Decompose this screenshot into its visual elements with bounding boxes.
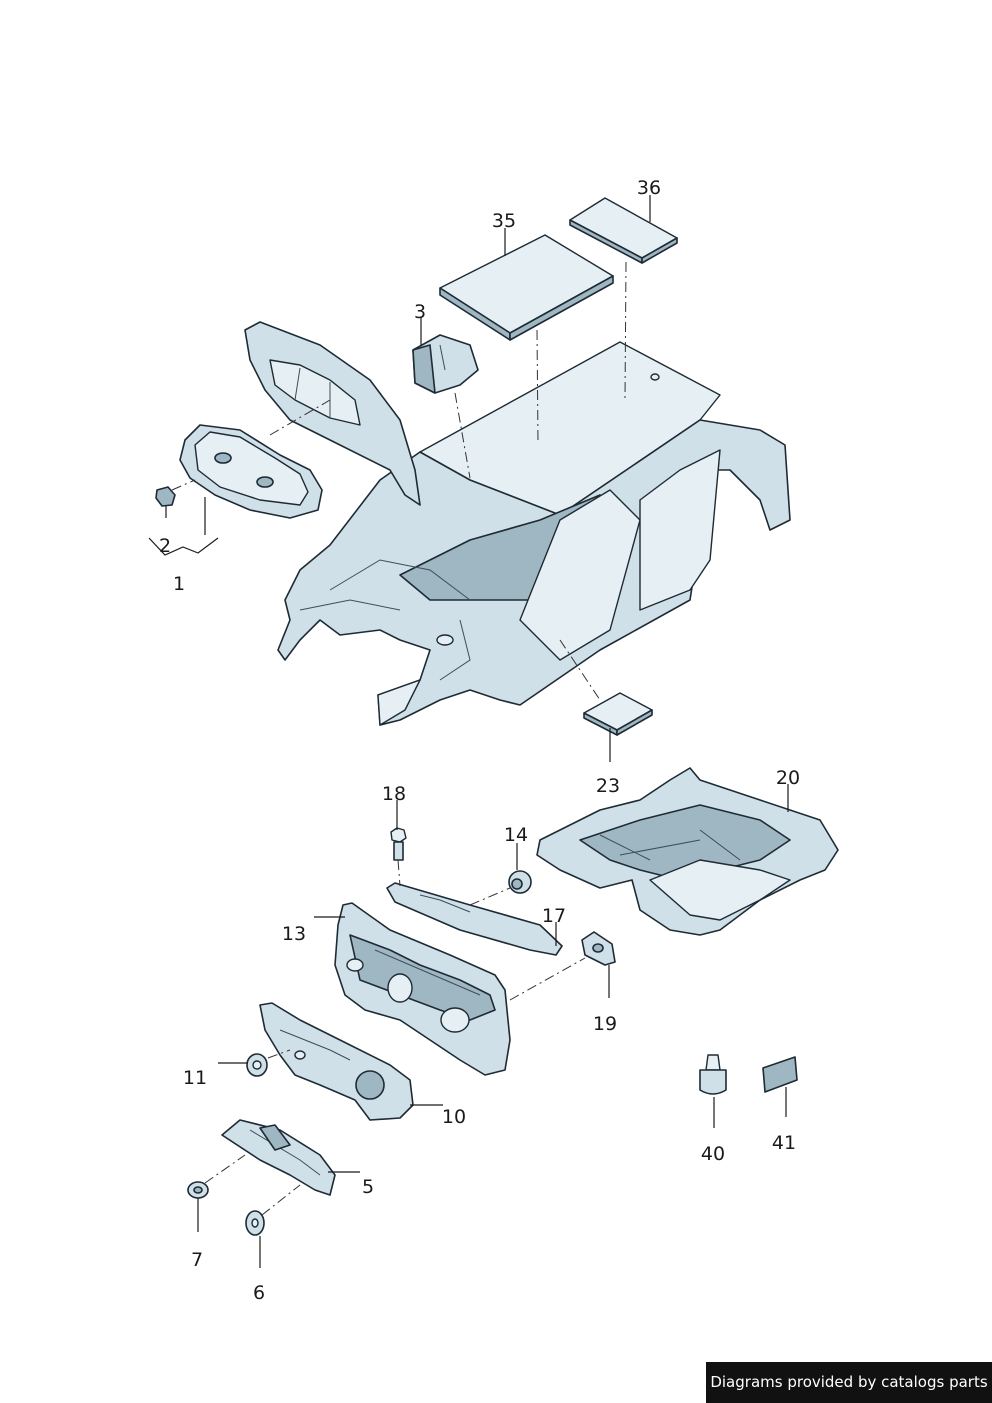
- leader-lines: [148, 195, 789, 1268]
- callout-1[interactable]: 1: [173, 573, 185, 595]
- washer-part-11: [246, 1053, 268, 1077]
- callout-40[interactable]: 40: [701, 1143, 725, 1165]
- callout-20[interactable]: 20: [776, 767, 800, 789]
- grommet-part-14: [508, 870, 532, 894]
- hood-panel: [244, 321, 421, 506]
- bumper-stop-part-40: [699, 1054, 727, 1095]
- callout-labels: 1 2 3 5 6 7 10 11 13 14 17 18 19 20 23 3…: [159, 177, 800, 1304]
- callout-11[interactable]: 11: [183, 1067, 207, 1089]
- strip-part-17: [386, 882, 563, 956]
- bulkhead-liner-part-10: [259, 1002, 414, 1121]
- callout-36[interactable]: 36: [637, 177, 661, 199]
- callout-7[interactable]: 7: [191, 1249, 203, 1271]
- fastener-part-18: [390, 827, 407, 861]
- callout-19[interactable]: 19: [593, 1013, 617, 1035]
- callout-14[interactable]: 14: [504, 824, 528, 846]
- washer-part-6: [245, 1210, 265, 1236]
- pad-part-19: [581, 931, 616, 966]
- callout-18[interactable]: 18: [382, 783, 406, 805]
- callout-5[interactable]: 5: [362, 1176, 374, 1198]
- roof-pad-part-35: [439, 234, 614, 341]
- floor-carpet-part-20: [536, 767, 839, 936]
- callout-10[interactable]: 10: [442, 1106, 466, 1128]
- roof-pad-part-36: [569, 197, 678, 264]
- bracket-part-3: [412, 334, 479, 394]
- callout-6[interactable]: 6: [253, 1282, 265, 1304]
- callout-2[interactable]: 2: [159, 535, 171, 557]
- callout-17[interactable]: 17: [542, 905, 566, 927]
- pad-part-23: [583, 692, 653, 736]
- screw-part-7: [187, 1181, 209, 1199]
- callout-23[interactable]: 23: [596, 775, 620, 797]
- clip-part-2: [155, 486, 176, 518]
- hood-insulation-part-1: [179, 424, 323, 519]
- callout-35[interactable]: 35: [492, 210, 516, 232]
- callout-3[interactable]: 3: [414, 301, 426, 323]
- pad-part-41: [762, 1056, 798, 1093]
- heat-shield-part-5: [221, 1119, 336, 1196]
- assembly-lines: [171, 261, 627, 1216]
- bulkhead-insulation-part-13: [334, 902, 511, 1076]
- credit-footer: Diagrams provided by catalogs parts: [706, 1362, 992, 1403]
- callout-41[interactable]: 41: [772, 1132, 796, 1154]
- callout-13[interactable]: 13: [282, 923, 306, 945]
